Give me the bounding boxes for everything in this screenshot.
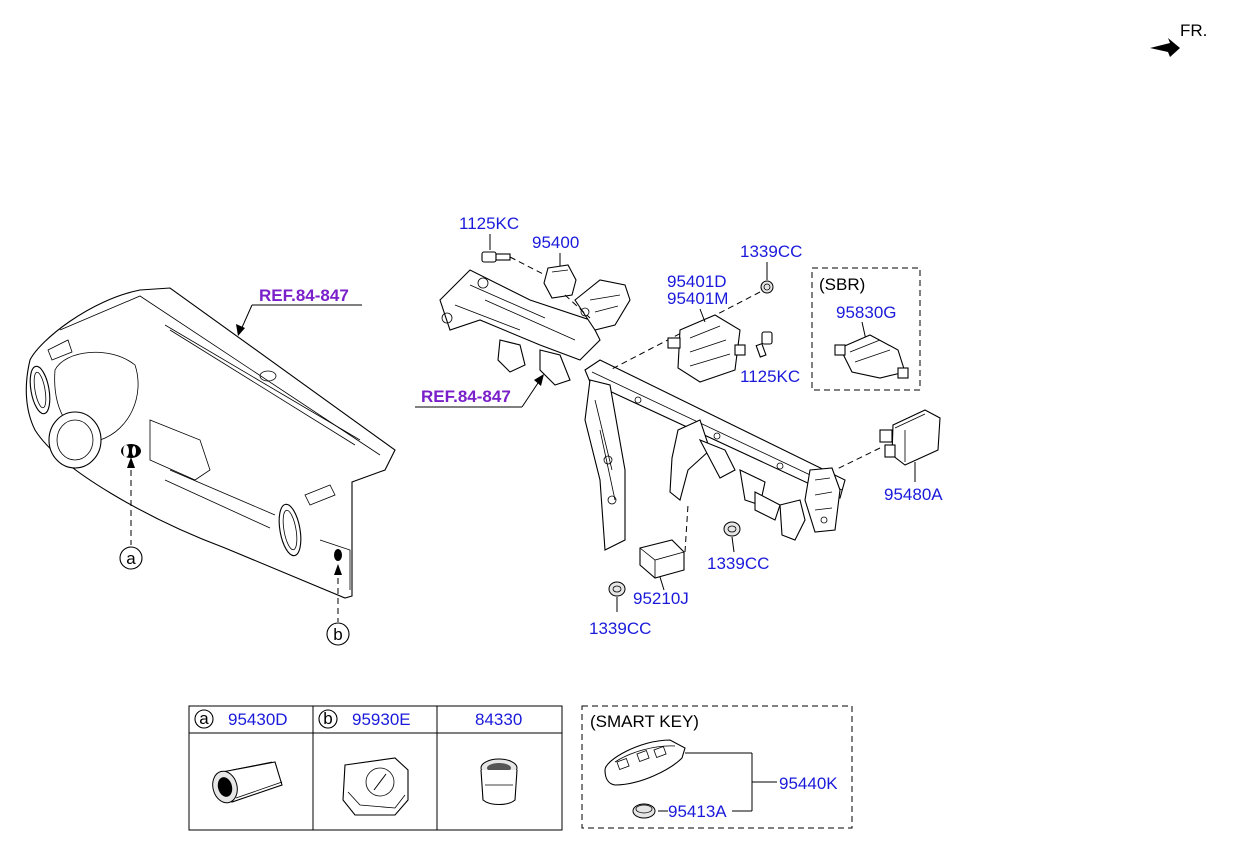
nut-1339cc-mid-label: 1339CC [707, 554, 769, 573]
legend-marker-a: a [199, 709, 209, 728]
dashboard-illustration [25, 287, 396, 599]
bolt-1125kc-right: 1125KC [740, 331, 800, 386]
sbr-part-label: 95830G [836, 303, 897, 322]
legend-part-c: 84330 [475, 710, 522, 729]
front-label: FR. [1180, 21, 1207, 40]
front-arrow-icon [1150, 38, 1180, 57]
smart-key-group: (SMART KEY) 95440K 95413A [581, 705, 853, 829]
nut-1339cc-bottom: 1339CC [589, 581, 651, 638]
crossbar-reference-label: REF.84-847 [421, 387, 511, 406]
sbr-label: (SBR) [819, 275, 865, 294]
module-95400: 95400 [532, 233, 591, 319]
callout-b: b [326, 564, 350, 646]
crossbar-reference: REF.84-847 [415, 374, 544, 408]
switch-95930e-illustration [342, 757, 409, 816]
module-95480a-label: 95480A [884, 485, 943, 504]
module-95400-label: 95400 [532, 233, 579, 252]
module-95401m-label: 95401M [667, 289, 728, 308]
sbr-group: (SBR) 95830G [811, 267, 921, 391]
legend-marker-b: b [323, 709, 332, 728]
bolt-1125kc-top: 1125KC [459, 214, 546, 276]
socket-84330-illustration [480, 758, 518, 806]
front-direction-indicator: FR. [1150, 21, 1207, 57]
legend-part-b: 95930E [352, 710, 411, 729]
bolt-1125kc-right-label: 1125KC [740, 367, 800, 386]
dashboard-reference-label: REF.84-847 [259, 286, 349, 305]
nut-1339cc-bottom-label: 1339CC [589, 619, 651, 638]
module-95210j-label: 95210J [633, 589, 689, 608]
callout-b-label: b [333, 625, 342, 644]
dashboard-reference: REF.84-847 [236, 286, 362, 336]
callout-a: a [119, 457, 143, 570]
nut-1339cc-mid: 1339CC [707, 521, 769, 573]
smart-key-fob-illustration [604, 739, 686, 786]
nut-1339cc-top-label: 1339CC [740, 242, 802, 261]
smart-key-part-label: 95440K [779, 774, 838, 793]
nut-1339cc-top: 1339CC [609, 242, 802, 371]
module-95480a: 95480A [834, 409, 943, 504]
smart-key-title: (SMART KEY) [590, 712, 699, 731]
cowl-crossbar-illustration [439, 269, 846, 551]
switch-95430d-illustration [212, 761, 283, 804]
battery-illustration [632, 803, 656, 819]
module-95401: 95401D 95401M [667, 272, 746, 383]
legend-table: a 95430D b 95930E 84330 [188, 705, 563, 831]
bolt-1125kc-top-label: 1125KC [459, 214, 519, 233]
module-95401d-label: 95401D [667, 272, 727, 291]
battery-part-label: 95413A [668, 802, 727, 821]
module-95210j: 95210J [633, 504, 689, 608]
callout-a-label: a [126, 549, 136, 568]
legend-part-a: 95430D [228, 710, 288, 729]
